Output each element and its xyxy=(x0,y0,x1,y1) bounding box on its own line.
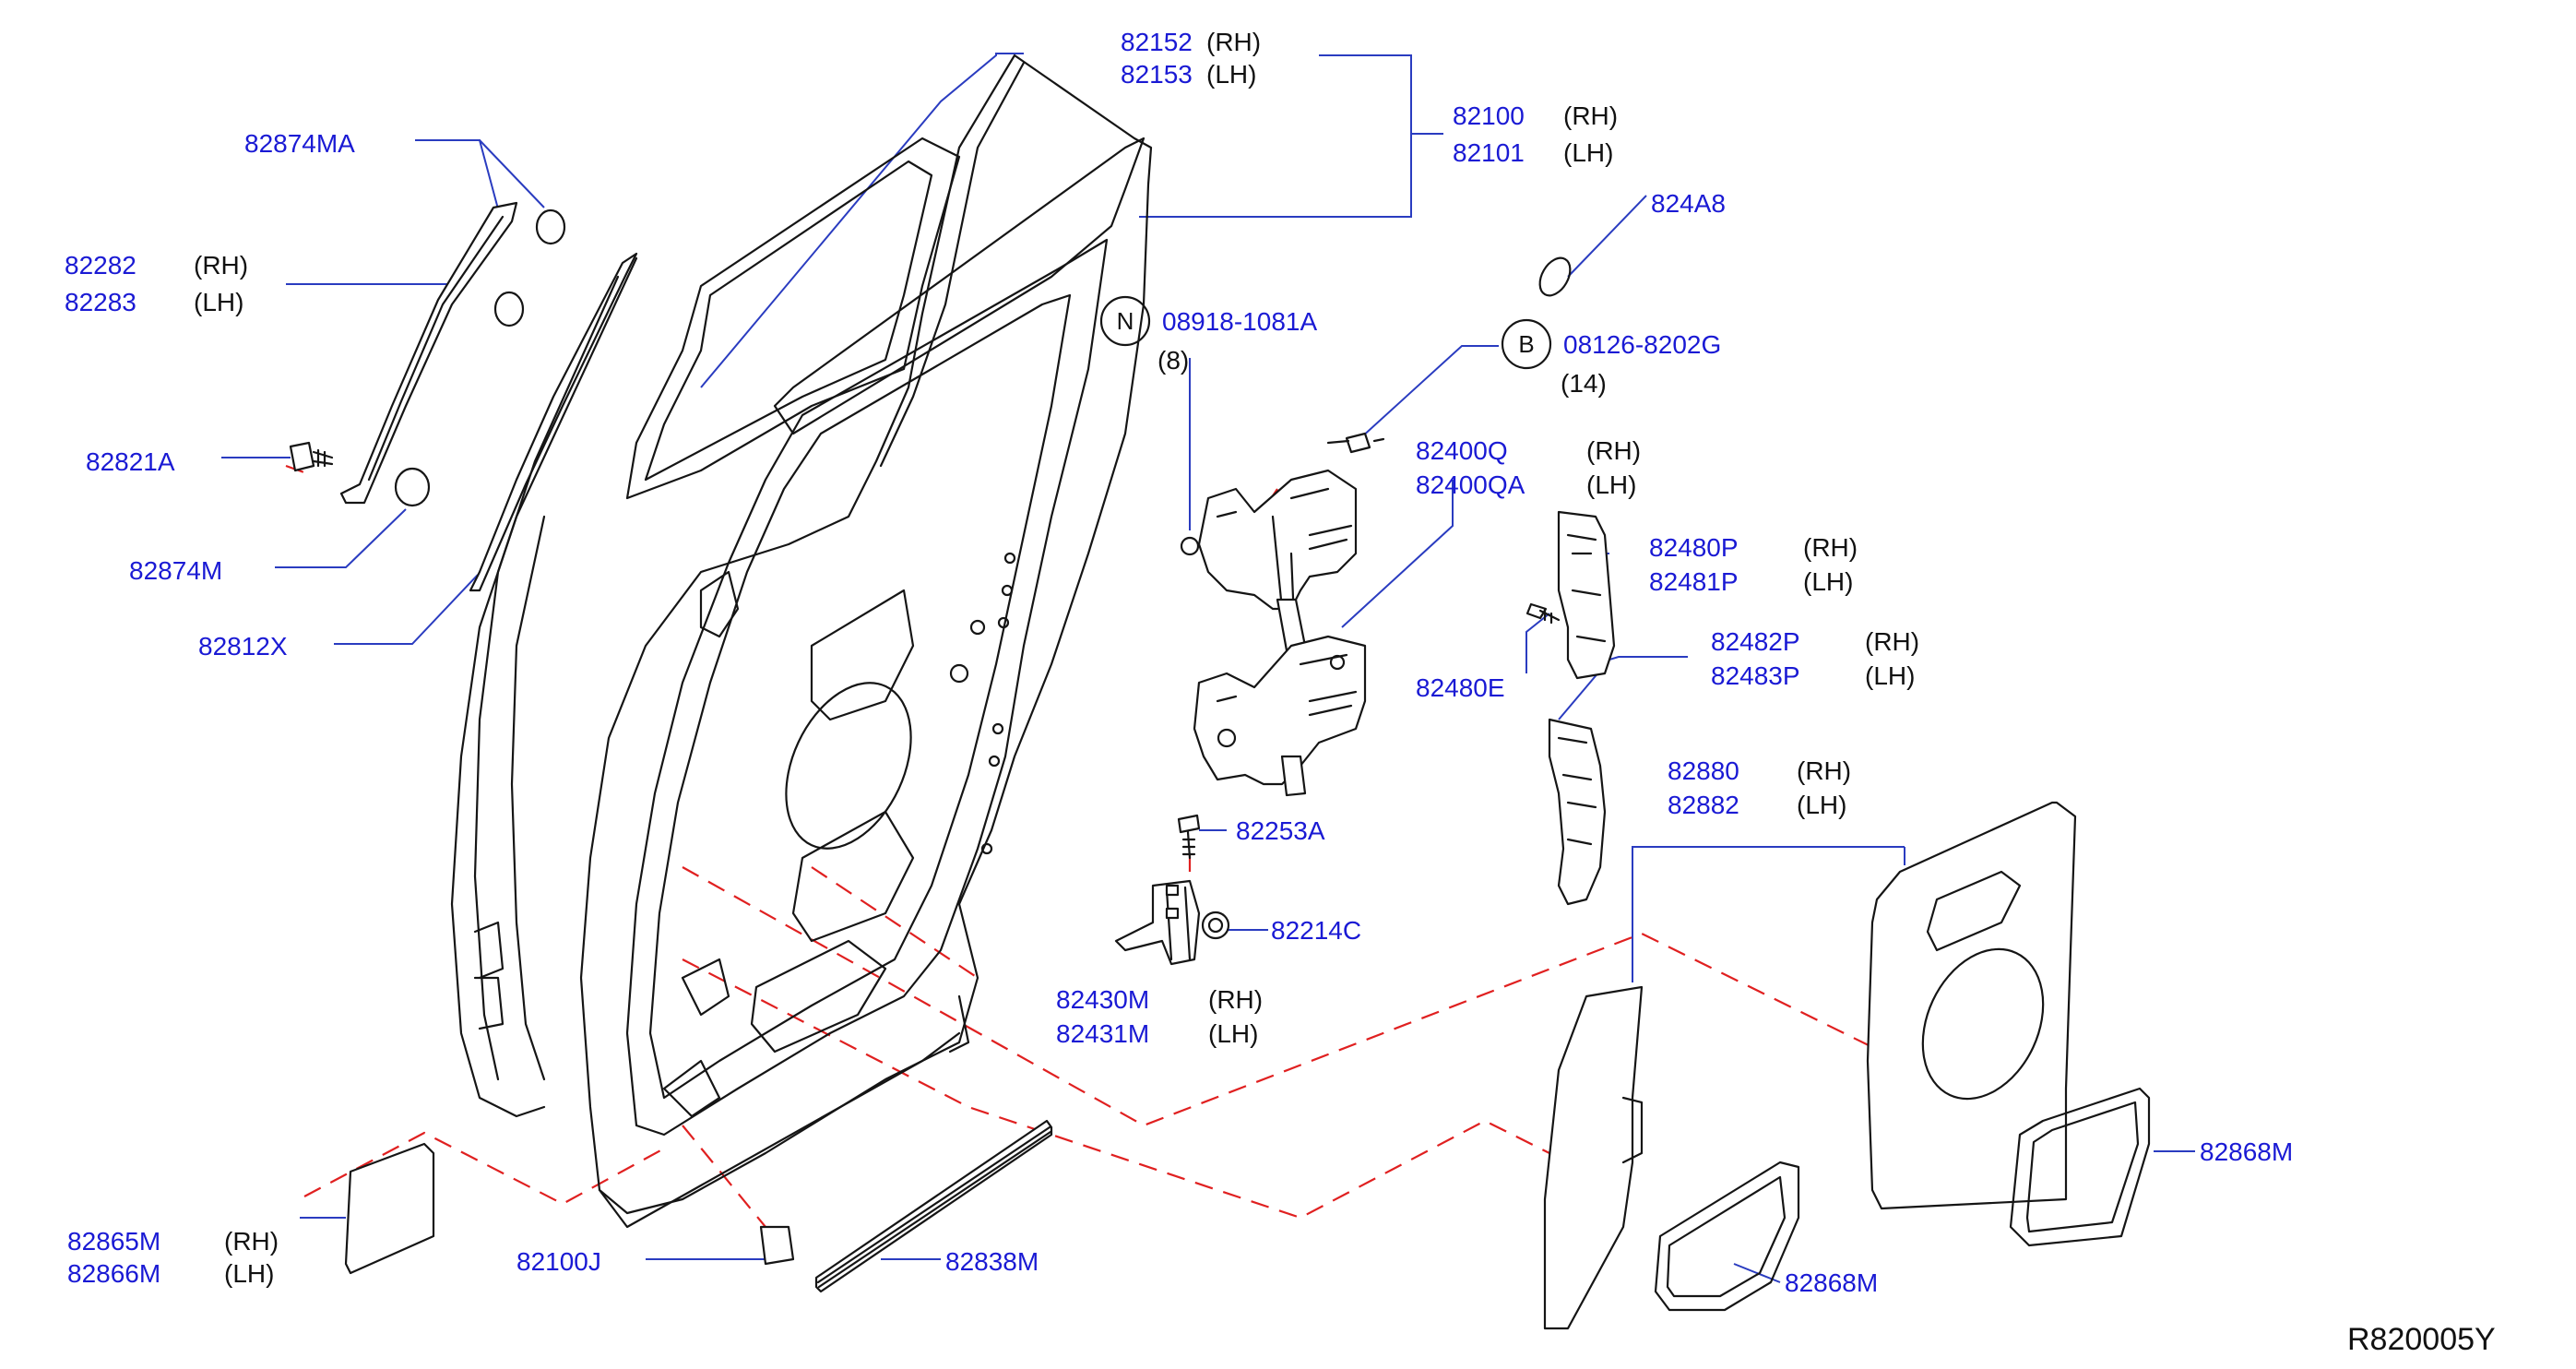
label-82400q: 82400Q xyxy=(1416,436,1508,465)
pad-82865m-icon xyxy=(344,1142,435,1275)
circle-b-icon xyxy=(1501,318,1552,370)
door-check-link-icon xyxy=(1114,879,1201,966)
label-82152: 82152 xyxy=(1121,28,1193,56)
grommet-824a8-icon xyxy=(1538,256,1572,297)
side-82882: (LH) xyxy=(1797,791,1846,819)
label-82874ma: 82874MA xyxy=(244,129,355,158)
sash-82282-icon xyxy=(339,201,518,505)
label-82865m: 82865M xyxy=(67,1227,160,1256)
label-82283: 82283 xyxy=(65,288,137,316)
label-82480p: 82480P xyxy=(1649,533,1739,562)
circle-b-letter: B xyxy=(1518,330,1534,358)
label-824a8: 824A8 xyxy=(1651,189,1726,218)
circle-n-icon xyxy=(1099,295,1151,347)
plug-82874ma-icon xyxy=(535,208,566,245)
side-82283: (LH) xyxy=(194,288,243,316)
qty-08918: (8) xyxy=(1157,346,1189,375)
label-82874m: 82874M xyxy=(129,556,222,585)
moulding-82838m-icon xyxy=(814,1119,1053,1293)
side-82430m: (RH) xyxy=(1208,985,1263,1014)
diagram-reference-code: R820005Y xyxy=(2347,1322,2496,1357)
side-82482p: (RH) xyxy=(1865,627,1919,656)
label-82481p: 82481P xyxy=(1649,567,1739,596)
screw-82821a-icon xyxy=(289,441,334,472)
pad-82100j-icon xyxy=(759,1225,795,1266)
label-82821a: 82821A xyxy=(86,447,175,476)
side-82100: (RH) xyxy=(1563,101,1618,130)
circle-n-letter: N xyxy=(1117,307,1134,335)
screen-seal-82868m-icon xyxy=(2009,1087,2151,1247)
label-08918-1081a: 08918-1081A xyxy=(1162,307,1317,336)
side-82400q: (RH) xyxy=(1586,436,1641,465)
weatherstrip-82812x-icon xyxy=(469,252,638,592)
label-82100j: 82100J xyxy=(516,1247,601,1276)
plug-82874ma-icon xyxy=(493,291,525,327)
screen-seal-82868m-icon xyxy=(1654,1161,1800,1312)
label-82101: 82101 xyxy=(1453,138,1525,167)
label-82838m: 82838M xyxy=(945,1247,1039,1276)
side-82282: (RH) xyxy=(194,251,248,280)
label-82153: 82153 xyxy=(1121,60,1193,89)
striker-82482p-icon xyxy=(1548,718,1607,906)
qty-08126: (14) xyxy=(1561,369,1607,398)
label-82431m: 82431M xyxy=(1056,1019,1149,1048)
side-82483p: (LH) xyxy=(1865,661,1915,690)
side-82481p: (LH) xyxy=(1803,567,1853,596)
side-82480p: (RH) xyxy=(1803,533,1858,562)
side-82153: (LH) xyxy=(1206,60,1256,89)
label-82214c: 82214C xyxy=(1271,916,1361,945)
label-82282: 82282 xyxy=(65,251,137,280)
side-82431m: (LH) xyxy=(1208,1019,1258,1048)
plug-82874m-icon xyxy=(394,467,431,507)
label-82868m-right: 82868M xyxy=(2200,1137,2293,1166)
washer-82214c-icon xyxy=(1201,911,1230,940)
label-82483p: 82483P xyxy=(1711,661,1800,690)
side-82880: (RH) xyxy=(1797,756,1851,785)
label-82480e: 82480E xyxy=(1416,673,1505,702)
side-82400qa: (LH) xyxy=(1586,470,1636,499)
side-82101: (LH) xyxy=(1563,138,1613,167)
striker-82480p-icon xyxy=(1557,510,1616,680)
bolt-82253a-icon xyxy=(1177,814,1201,860)
side-82865m: (RH) xyxy=(224,1227,279,1256)
label-82880: 82880 xyxy=(1668,756,1739,785)
label-82100: 82100 xyxy=(1453,101,1525,130)
side-82152: (RH) xyxy=(1206,28,1261,56)
screw-82480e-icon xyxy=(1525,602,1561,625)
door-shell-icon xyxy=(450,54,1153,1229)
sealing-screen-82880-icon xyxy=(1866,801,2077,1210)
label-82253a: 82253A xyxy=(1236,816,1325,845)
side-82866m: (LH) xyxy=(224,1259,274,1288)
door-hinge-lower-icon xyxy=(1193,635,1367,797)
label-82430m: 82430M xyxy=(1056,985,1149,1014)
label-82812x: 82812X xyxy=(198,632,288,661)
label-82882: 82882 xyxy=(1668,791,1739,819)
door-hinge-upper-icon xyxy=(1180,432,1385,666)
label-82400qa: 82400QA xyxy=(1416,470,1525,499)
label-82866m: 82866M xyxy=(67,1259,160,1288)
label-82868m-left: 82868M xyxy=(1785,1268,1878,1297)
label-82482p: 82482P xyxy=(1711,627,1800,656)
label-08126-8202g: 08126-8202G xyxy=(1563,330,1721,359)
callout-labels: 82152 (RH) 82153 (LH) 82100 (RH) 82101 (… xyxy=(65,28,2496,1357)
trim-board-icon xyxy=(1543,985,1644,1330)
